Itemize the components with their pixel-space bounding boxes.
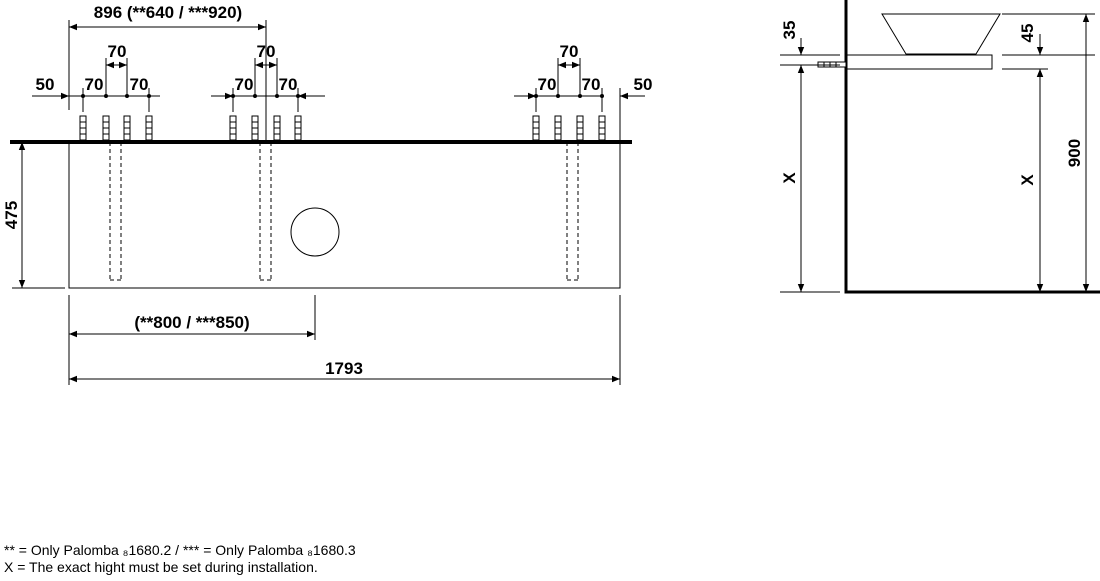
dim-hole-offset: (**800 / ***850) bbox=[134, 313, 249, 332]
footnotes: ** = Only Palomba ₈1680.2 / *** = Only P… bbox=[4, 542, 356, 576]
siphon-hole bbox=[290, 207, 340, 257]
bolt-spacing-dims bbox=[32, 92, 645, 100]
vessel-basin bbox=[881, 13, 1001, 55]
dim-spacing-m2: 70 bbox=[279, 75, 298, 94]
drain-pipes bbox=[109, 142, 579, 281]
dim-spacing-right-top: 70 bbox=[560, 42, 579, 61]
side-countertop bbox=[845, 54, 993, 70]
wall-and-floor bbox=[844, 0, 1100, 294]
dim-spacing-r1: 70 bbox=[538, 75, 557, 94]
dim-spacing-l1: 70 bbox=[85, 75, 104, 94]
mounting-bolts bbox=[79, 115, 606, 141]
dim-spacing-r2: 70 bbox=[582, 75, 601, 94]
side-view: 35 45 X X 900 bbox=[780, 0, 1100, 294]
footnote-models: ** = Only Palomba ₈1680.2 / *** = Only P… bbox=[4, 542, 356, 558]
dim-x-right: X bbox=[1018, 174, 1037, 186]
footnote-x: X = The exact hight must be set during i… bbox=[4, 559, 318, 575]
dim-basin-top: 35 bbox=[780, 21, 799, 40]
front-view: 896 (**640 / ***920) 70 70 70 50 70 70 7… bbox=[2, 3, 652, 385]
dim-counter: 45 bbox=[1018, 24, 1037, 43]
dim-total-height: 900 bbox=[1065, 139, 1084, 167]
extension-lines bbox=[12, 20, 621, 385]
dim-spacing-l2: 70 bbox=[130, 75, 149, 94]
dim-edge-right: 50 bbox=[634, 75, 653, 94]
cabinet-body bbox=[68, 141, 621, 289]
dim-top-total: 896 (**640 / ***920) bbox=[94, 3, 242, 22]
dim-spacing-m1: 70 bbox=[235, 75, 254, 94]
dim-x-left: X bbox=[780, 172, 799, 184]
dim-spacing-left-top: 70 bbox=[108, 42, 127, 61]
dim-spacing-mid-top: 70 bbox=[257, 42, 276, 61]
dim-edge-left: 50 bbox=[36, 75, 55, 94]
dim-height: 475 bbox=[2, 201, 21, 229]
dim-width: 1793 bbox=[325, 359, 363, 378]
side-extension-lines bbox=[780, 13, 1095, 293]
